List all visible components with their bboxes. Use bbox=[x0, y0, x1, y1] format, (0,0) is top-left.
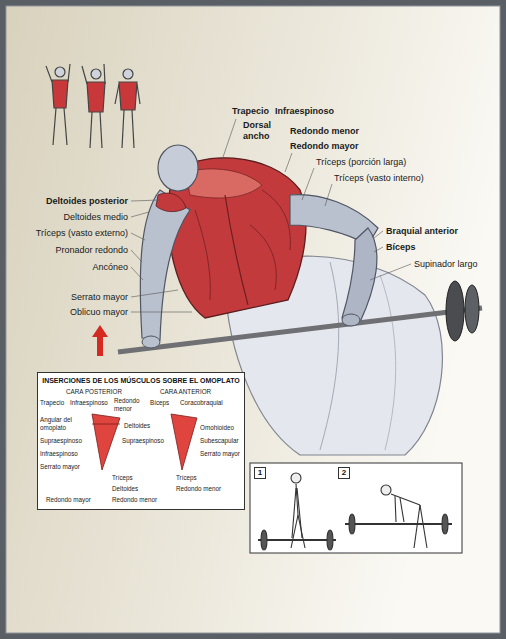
hand bbox=[342, 314, 360, 326]
barbell bbox=[118, 308, 482, 352]
inset-label: Redondo menor bbox=[176, 485, 221, 493]
inset-label: Bíceps bbox=[150, 399, 169, 407]
deltoid bbox=[156, 193, 186, 212]
inset-label: Tríceps bbox=[176, 474, 197, 482]
muscle-label: Deltoides posterior bbox=[46, 196, 128, 207]
inset-label: Deltoides bbox=[124, 422, 150, 430]
steps-inset bbox=[250, 463, 462, 553]
inset-label: Redondo menor bbox=[112, 496, 157, 504]
muscle-label: Tríceps (vasto externo) bbox=[36, 228, 128, 239]
muscle-label: Oblicuo mayor bbox=[70, 307, 128, 318]
step-number: 2 bbox=[339, 468, 349, 478]
small-figures bbox=[46, 64, 140, 148]
spine bbox=[225, 195, 248, 305]
inset-label: Tríceps bbox=[112, 474, 133, 482]
plate bbox=[465, 285, 479, 333]
inset-label: Serrato mayor bbox=[200, 450, 240, 458]
right-forearm bbox=[342, 228, 377, 322]
muscle-label: Redondo mayor bbox=[290, 141, 359, 152]
leader-lines bbox=[131, 119, 411, 312]
inset-label: Trapecio bbox=[40, 399, 64, 407]
inset-label: Deltoides bbox=[112, 485, 138, 493]
scapula-anterior bbox=[171, 414, 197, 470]
inset-label: Coracobraquial bbox=[180, 399, 223, 407]
muscle-label: Serrato mayor bbox=[71, 292, 128, 303]
direction-arrow bbox=[92, 325, 108, 356]
scapula-posterior bbox=[92, 414, 120, 470]
muscle-label: Infraespinoso bbox=[275, 106, 334, 117]
view-heading: CARA POSTERIOR bbox=[66, 388, 122, 396]
head bbox=[158, 145, 198, 191]
hand bbox=[142, 336, 160, 348]
inset-label: Redondo menor bbox=[114, 397, 144, 412]
step-number-box: 1 bbox=[254, 467, 266, 479]
step-figures bbox=[258, 473, 452, 550]
muscle-label: Tríceps (porción larga) bbox=[316, 157, 406, 168]
muscle-label: Dorsal ancho bbox=[243, 120, 281, 142]
muscle-line bbox=[195, 210, 210, 300]
inset-label: Redondo mayor bbox=[46, 496, 91, 504]
inset-title: INSERCIONES DE LOS MÚSCULOS SOBRE EL OMO… bbox=[42, 376, 240, 385]
step-number-box: 2 bbox=[338, 467, 350, 479]
muscle-label: Pronador redondo bbox=[55, 245, 128, 256]
muscle-label: Trapecio bbox=[232, 106, 269, 117]
muscle-label: Redondo menor bbox=[290, 126, 359, 137]
muscle-label: Supinador largo bbox=[414, 259, 478, 270]
muscle-label: Deltoides medio bbox=[63, 212, 128, 223]
inset-label: Angular del omoplato bbox=[40, 416, 84, 431]
background bbox=[6, 6, 500, 633]
inset-label: Infraespinoso bbox=[40, 450, 78, 458]
glute-line bbox=[320, 262, 339, 450]
inset-label: Subescapular bbox=[200, 437, 239, 445]
plate bbox=[446, 281, 464, 341]
inset-label: Omohioideo bbox=[200, 424, 234, 432]
muscle-label: Tríceps (vasto interno) bbox=[334, 173, 424, 184]
muscle-label: Bíceps bbox=[386, 242, 416, 253]
view-heading: CARA ANTERIOR bbox=[160, 388, 211, 396]
inset-label: Serrato mayor bbox=[40, 463, 80, 471]
scapular-spine bbox=[92, 424, 120, 425]
muscle-line bbox=[250, 225, 276, 290]
muscle-label: Ancóneo bbox=[92, 262, 128, 273]
inset-label: Infraespinoso bbox=[70, 399, 108, 407]
glute-line bbox=[380, 275, 396, 450]
step-number: 1 bbox=[255, 468, 265, 478]
inset-label: Supraespinoso bbox=[122, 437, 164, 445]
inset-background bbox=[37, 372, 245, 510]
inset-label: Supraespinoso bbox=[40, 437, 82, 445]
muscle-label: Braquial anterior bbox=[386, 226, 458, 237]
